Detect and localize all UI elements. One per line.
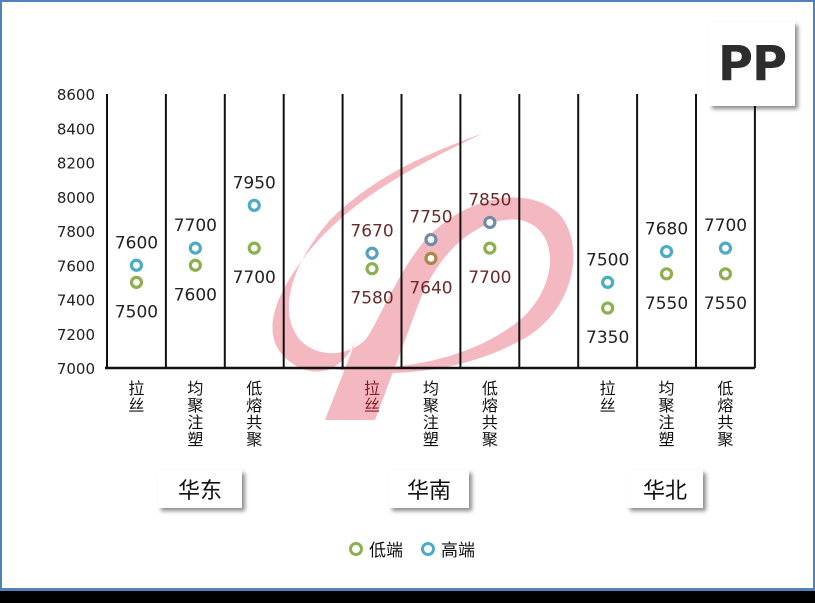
high-point bbox=[129, 258, 144, 272]
y-tick-label: 8600 bbox=[57, 86, 95, 104]
low-value-label: 7640 bbox=[409, 278, 452, 298]
region-label-1: 华南 bbox=[389, 470, 469, 508]
high-value-label: 7670 bbox=[350, 221, 393, 241]
category-label: 拉丝 bbox=[599, 379, 616, 415]
high-point bbox=[424, 232, 438, 247]
high-point bbox=[601, 275, 615, 289]
high-value-label: 7950 bbox=[233, 173, 276, 193]
low-value-label: 7600 bbox=[174, 285, 217, 305]
low-point bbox=[483, 241, 497, 255]
low-point bbox=[129, 275, 144, 289]
high-point bbox=[659, 244, 674, 259]
y-tick-label: 7600 bbox=[57, 257, 95, 275]
high-value-label: 7750 bbox=[409, 208, 452, 228]
watermark-logo bbox=[272, 133, 574, 420]
low-value-label: 7550 bbox=[704, 294, 747, 314]
high-value-label: 7700 bbox=[704, 216, 747, 236]
high-value-label: 7700 bbox=[174, 216, 217, 236]
legend-item-high: 高端 bbox=[421, 536, 475, 561]
category-label: 拉丝 bbox=[128, 379, 145, 415]
high-value-label: 7500 bbox=[586, 250, 629, 270]
y-tick-label: 8000 bbox=[57, 189, 95, 207]
category-label: 低熔共聚 bbox=[717, 379, 734, 449]
y-tick-label: 8200 bbox=[57, 155, 95, 173]
low-point bbox=[188, 258, 202, 272]
low-marker-icon bbox=[349, 541, 363, 556]
category-label: 拉丝 bbox=[364, 379, 381, 415]
low-value-label: 7500 bbox=[115, 302, 158, 322]
region-label-0: 华东 bbox=[158, 470, 242, 508]
y-tick-label: 7400 bbox=[57, 292, 95, 310]
low-value-label: 7550 bbox=[645, 294, 688, 314]
low-point bbox=[601, 301, 615, 315]
low-value-label: 7350 bbox=[586, 328, 629, 348]
y-tick-label: 7000 bbox=[57, 360, 95, 378]
category-label: 低熔共聚 bbox=[481, 379, 498, 449]
category-label: 低熔共聚 bbox=[246, 379, 263, 449]
high-point bbox=[718, 241, 733, 255]
legend-item-low: 低端 bbox=[349, 536, 403, 561]
category-label: 均聚注塑 bbox=[187, 379, 204, 449]
low-point bbox=[718, 267, 733, 281]
region-label-2: 华北 bbox=[627, 470, 703, 508]
high-value-label: 7850 bbox=[468, 190, 511, 210]
high-marker-icon bbox=[421, 541, 435, 556]
y-tick-label: 8400 bbox=[57, 120, 95, 138]
category-label: 均聚注塑 bbox=[422, 379, 439, 449]
high-value-label: 7680 bbox=[645, 220, 688, 240]
high-point bbox=[483, 215, 497, 230]
high-point bbox=[365, 246, 379, 260]
low-value-label: 7580 bbox=[350, 289, 393, 309]
legend: 低端 高端 bbox=[349, 536, 493, 561]
low-point bbox=[659, 267, 674, 281]
category-label: 均聚注塑 bbox=[658, 379, 675, 449]
legend-label: 高端 bbox=[441, 541, 475, 561]
low-point bbox=[365, 262, 379, 276]
low-value-label: 7700 bbox=[468, 268, 511, 288]
low-value-label: 7700 bbox=[233, 268, 276, 288]
title-badge: PP bbox=[709, 22, 795, 106]
y-tick-label: 7800 bbox=[57, 223, 95, 241]
low-point bbox=[247, 241, 261, 255]
high-point bbox=[247, 198, 261, 212]
high-point bbox=[188, 241, 202, 255]
legend-label: 低端 bbox=[369, 541, 403, 561]
y-tick-label: 7200 bbox=[57, 326, 95, 344]
high-value-label: 7600 bbox=[115, 233, 158, 253]
low-point bbox=[424, 251, 438, 265]
